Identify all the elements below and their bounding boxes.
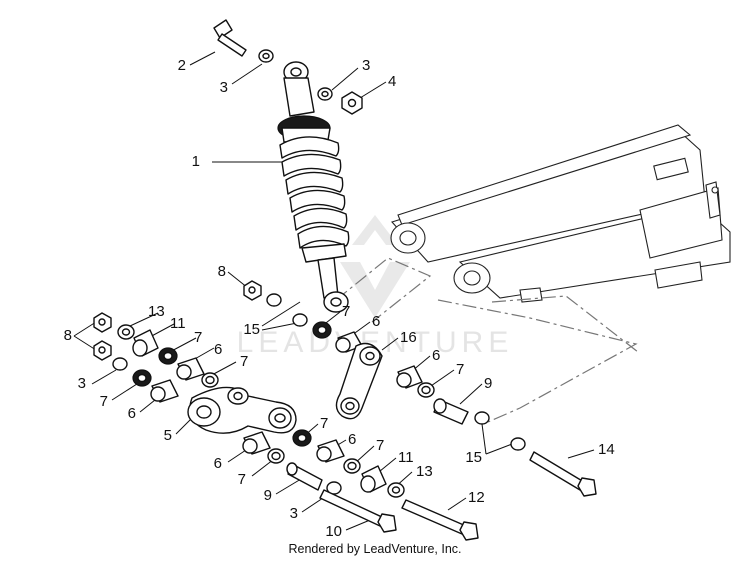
nut-right (243, 280, 262, 301)
washer-15-lower-b (510, 437, 526, 451)
spacer-9-left (286, 462, 323, 491)
callout-7d: 7 (240, 353, 248, 370)
callout-12: 12 (468, 489, 485, 506)
callout-15a: 15 (243, 321, 260, 338)
callout-15b: 15 (465, 449, 482, 466)
callout-2: 2 (178, 57, 186, 74)
callout-7f: 7 (320, 415, 328, 432)
callout-11b: 11 (398, 449, 414, 466)
rocker-arm (187, 386, 297, 434)
sleeve-11-upper (132, 329, 159, 357)
callout-10: 10 (325, 523, 342, 540)
callout-9b: 9 (484, 375, 492, 392)
washer-15-mid (292, 313, 308, 327)
nut-left-lower (93, 340, 112, 361)
spacer-9-right (433, 398, 469, 425)
upper-washer-left-hole (262, 52, 270, 60)
callout-7b: 7 (194, 329, 202, 346)
callout-7h: 7 (456, 361, 464, 378)
seal-group (132, 321, 435, 474)
callout-labels: 1 2 3 3 4 8 15 7 6 16 13 8 11 7 6 3 7 6 … (64, 57, 615, 540)
callout-6a: 6 (372, 313, 380, 330)
nut-left-upper (93, 312, 112, 333)
washer-15-upper (266, 293, 282, 307)
washer-15-lower-a (474, 411, 490, 425)
callout-6e: 6 (348, 431, 356, 448)
callout-3d: 3 (290, 505, 298, 522)
callout-3a: 3 (220, 79, 228, 96)
bushing-group (150, 331, 423, 463)
callout-7a: 7 (342, 303, 350, 320)
callout-3c: 3 (78, 375, 86, 392)
callout-7e: 7 (238, 471, 246, 488)
callout-11a: 11 (170, 315, 186, 332)
callout-6f: 6 (432, 347, 440, 364)
swingarm-frame (390, 124, 731, 303)
bolt-12 (401, 499, 479, 541)
callout-8b: 8 (64, 327, 72, 344)
callout-7g: 7 (376, 437, 384, 454)
link-rod (335, 342, 383, 420)
callout-5: 5 (164, 427, 172, 444)
callout-1: 1 (192, 153, 200, 170)
callout-6c: 6 (128, 405, 136, 422)
upper-washer-right-hole (321, 90, 329, 98)
washer-13-lower-hole (391, 486, 401, 494)
callout-8a: 8 (218, 263, 226, 280)
rear-shock-absorber (277, 61, 350, 313)
render-credit: Rendered by LeadVenture, Inc. (288, 542, 462, 556)
callout-3b: 3 (362, 57, 370, 74)
callout-6b: 6 (214, 341, 222, 358)
washer-13-upper-hole (121, 328, 131, 336)
bolt-14 (529, 451, 597, 497)
washer-3-left (112, 357, 128, 371)
callout-14: 14 (598, 441, 615, 458)
callout-7c: 7 (100, 393, 108, 410)
callout-13a: 13 (148, 303, 165, 320)
bolt-10 (319, 489, 397, 533)
upper-nut (341, 91, 363, 115)
callout-4: 4 (388, 73, 396, 90)
callout-6d: 6 (214, 455, 222, 472)
sleeve-11-lower (360, 465, 387, 493)
assembly-phantom-lines (335, 257, 639, 423)
upper-mount-bolt (213, 19, 247, 57)
callout-16: 16 (400, 329, 417, 346)
callout-9a: 9 (264, 487, 272, 504)
callout-13b: 13 (416, 463, 433, 480)
